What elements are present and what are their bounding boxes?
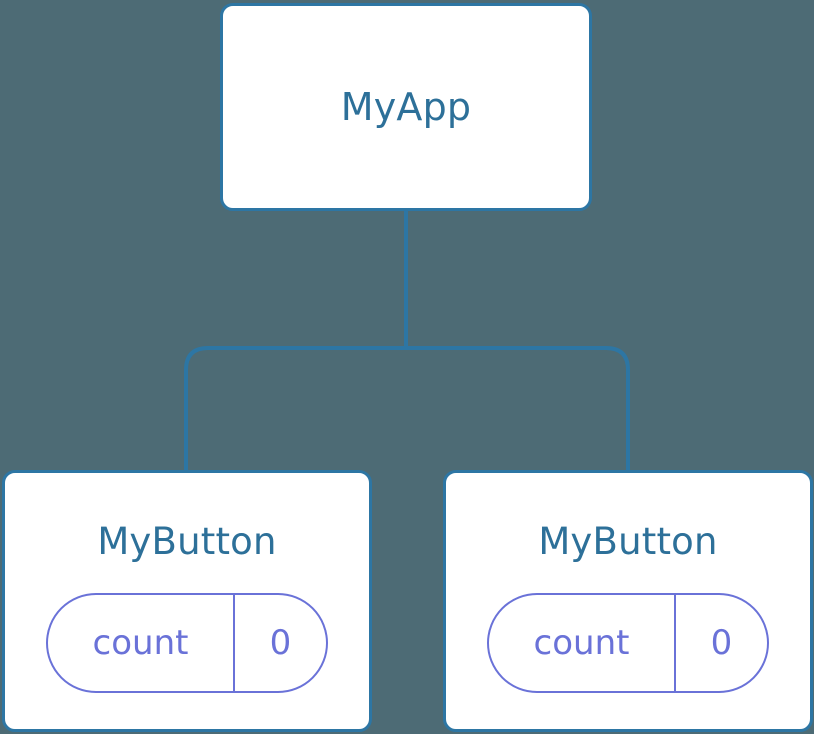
state-value-2: 0	[674, 595, 767, 691]
state-pill-1[interactable]: count 0	[46, 593, 328, 693]
node-mybutton-1-label: MyButton	[97, 520, 277, 563]
state-key-1: count	[92, 623, 189, 663]
node-mybutton-1[interactable]: MyButton count 0	[2, 470, 372, 732]
state-pill-2[interactable]: count 0	[487, 593, 769, 693]
state-value-1: 0	[233, 595, 326, 691]
node-mybutton-2[interactable]: MyButton count 0	[443, 470, 813, 732]
edge-branch-right	[406, 346, 630, 472]
state-key-2: count	[533, 623, 630, 663]
node-mybutton-2-label: MyButton	[538, 520, 718, 563]
node-myapp-label: MyApp	[340, 85, 472, 129]
edge-branch-left	[184, 346, 406, 472]
node-myapp[interactable]: MyApp	[220, 3, 592, 211]
